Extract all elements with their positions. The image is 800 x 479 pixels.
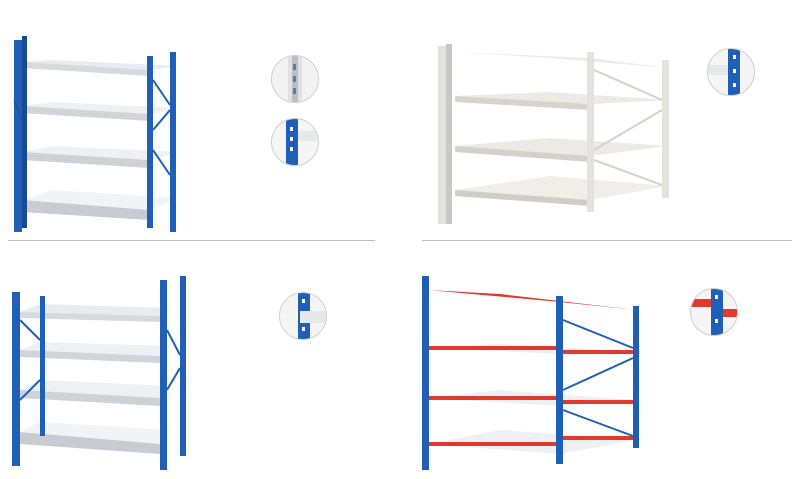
upright-back-right: [180, 276, 186, 456]
shelf-level-3: [22, 146, 180, 160]
upright-middle: [556, 296, 563, 464]
upright-front-left: [14, 40, 22, 232]
upright-front-left: [422, 276, 429, 470]
connector-detail-icon: [690, 288, 738, 336]
shelving-rack-icon: [13, 36, 180, 232]
connector-detail-icon: [279, 292, 327, 340]
section-divider: [8, 240, 375, 241]
connector-detail-icon: [271, 118, 319, 166]
upright-front-right: [160, 280, 167, 470]
shelving-rack-icon: [422, 276, 639, 470]
upright-middle: [587, 52, 594, 212]
rack-photo-grey-double: [400, 0, 800, 240]
upright-back-right: [170, 52, 176, 232]
shelf-level-2: [22, 102, 180, 114]
rack-photo-blue-red-double: [400, 240, 800, 479]
shelf-level-1: [22, 60, 180, 70]
upright-back-left: [40, 296, 45, 436]
upright-front-left: [12, 292, 20, 466]
rack-photo-blue-single-b: [0, 240, 400, 479]
shelving-rack-icon: [438, 44, 669, 224]
section-divider: [422, 240, 792, 241]
shelf-level-4: [22, 190, 180, 210]
upright-front-right: [147, 56, 153, 228]
upright-detail-icon: [271, 55, 319, 103]
upright-left: [438, 46, 446, 224]
connector-detail-icon: [707, 48, 755, 96]
rack-photo-blue-single: [0, 0, 400, 240]
upright-right: [662, 60, 669, 198]
upright-right: [633, 306, 639, 448]
shelving-rack-icon: [12, 276, 186, 470]
